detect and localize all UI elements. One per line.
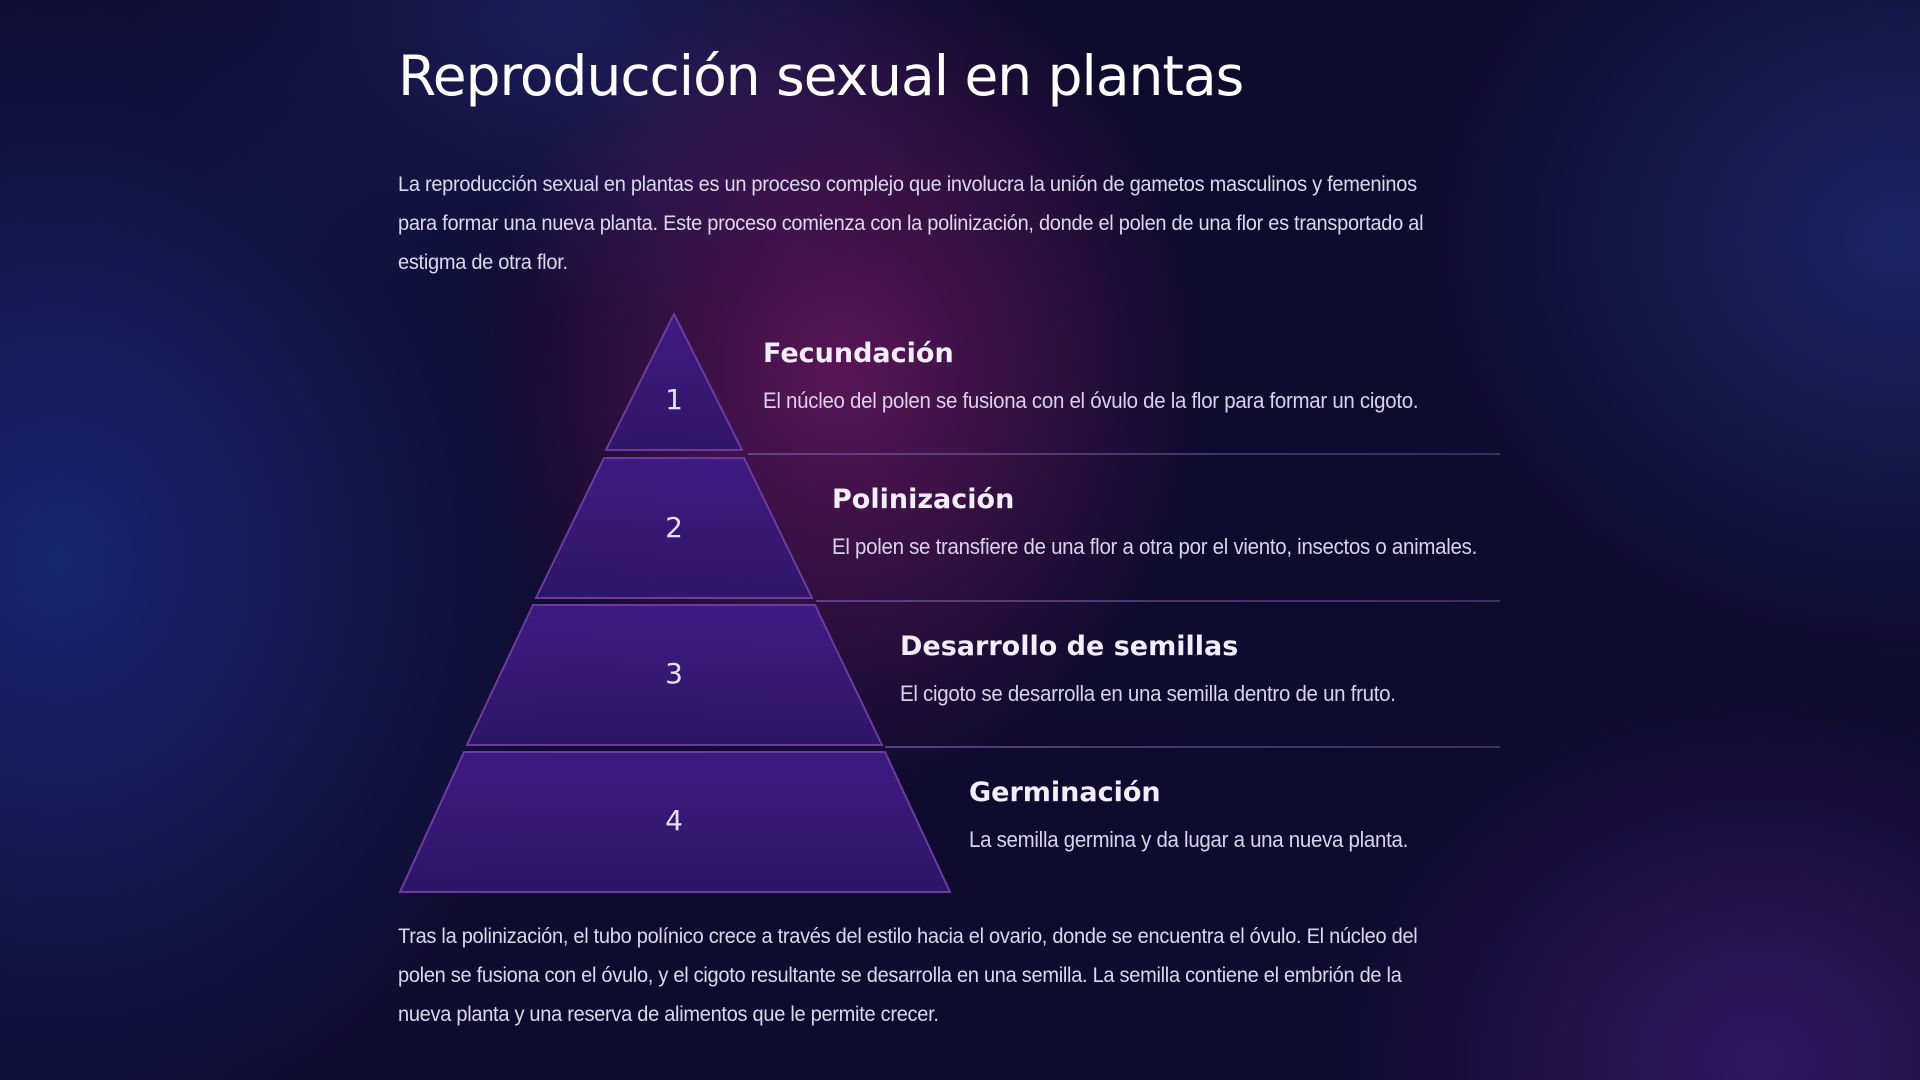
step-germinacion: Germinación La semilla germina y da luga… <box>969 775 1441 855</box>
divider-1 <box>748 453 1500 455</box>
step-fecundacion: Fecundación El núcleo del polen se fusio… <box>763 336 1468 416</box>
level-number-3: 3 <box>665 657 683 690</box>
pyramid-tier-3 <box>465 604 884 746</box>
divider-3 <box>885 746 1500 748</box>
pyramid-tier-1 <box>604 311 744 451</box>
pyramid-tier-4 <box>398 751 952 893</box>
step-title: Polinización <box>832 484 1015 515</box>
step-description: El núcleo del polen se fusiona con el óv… <box>763 388 1419 413</box>
intro-paragraph: La reproducción sexual en plantas es un … <box>398 172 1424 274</box>
step-polinizacion: Polinización El polen se transfiere de u… <box>832 482 1526 562</box>
step-description: La semilla germina y da lugar a una nuev… <box>969 827 1409 852</box>
step-title: Desarrollo de semillas <box>900 631 1239 662</box>
step-title: Fecundación <box>763 338 954 369</box>
level-number-1: 1 <box>665 383 683 416</box>
pyramid-tier-2 <box>534 457 814 599</box>
level-number-2: 2 <box>665 511 683 544</box>
step-description: El polen se transfiere de una flor a otr… <box>832 534 1477 559</box>
outro-paragraph: Tras la polinización, el tubo polínico c… <box>398 924 1418 1026</box>
step-description: El cigoto se desarrolla en una semilla d… <box>900 681 1396 706</box>
step-title: Germinación <box>969 777 1161 808</box>
level-number-4: 4 <box>665 804 683 837</box>
step-desarrollo-semillas: Desarrollo de semillas El cigoto se desa… <box>900 629 1433 709</box>
slide-title: Reproducción sexual en plantas <box>398 44 1244 108</box>
divider-2 <box>816 600 1500 602</box>
